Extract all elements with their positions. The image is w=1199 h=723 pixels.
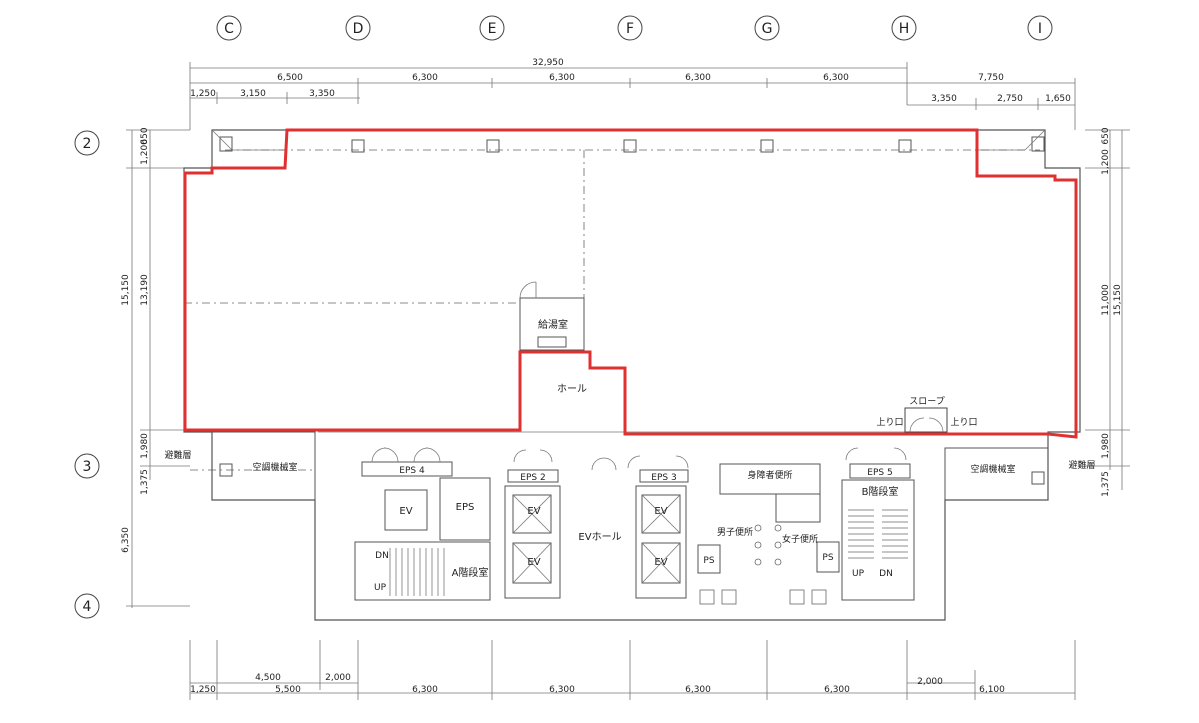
label-eps4: EPS 4 (399, 466, 425, 476)
center-lines (184, 149, 1040, 471)
label-dn-a: DN (375, 551, 389, 561)
dim-bottom-a2: 2,000 (325, 673, 351, 683)
core-lower: EPS 4 EV EPS DN UP A階段室 EPS 2 EV EV EVホー… (354, 447, 915, 605)
dim-right-5: 1,980 (1101, 433, 1111, 459)
right-dimensions: 650 1,200 11,000 15,150 1,980 1,375 (1085, 127, 1130, 497)
dim-right-6: 1,375 (1101, 471, 1111, 497)
dim-top-1: 6,500 (277, 73, 303, 83)
label-eps3: EPS 3 (651, 473, 676, 483)
label-ev-3b: EV (654, 557, 667, 568)
dim-left-1: 650 (140, 127, 150, 144)
grid-col-e: E (488, 21, 497, 37)
label-eps2: EPS 2 (520, 473, 545, 483)
room-female-wc: 女子便所 (782, 533, 818, 545)
room-ev-hall: EVホール (578, 531, 621, 543)
left-dimensions: 650 1,200 13,190 15,150 1,980 1,375 6,35… (121, 127, 190, 608)
dim-right-2: 1,200 (1101, 149, 1111, 175)
core-upper: 給湯室 ホール (519, 281, 587, 395)
grid-row-3: 3 (83, 459, 92, 475)
label-up-right: 上り口 (950, 417, 977, 428)
side-rooms: 避難層 避難層 空調機械室 空調機械室 (164, 431, 1096, 501)
dim-overall-left: 32,950 (532, 58, 564, 68)
label-ev-2b: EV (527, 557, 540, 568)
label-dn-b: DN (879, 569, 893, 579)
label-ev-2a: EV (527, 506, 540, 517)
label-ev-3a: EV (654, 506, 667, 517)
label-up-left: 上り口 (876, 417, 903, 428)
room-stair-b: B階段室 (862, 485, 899, 498)
grid-row-2: 2 (83, 136, 92, 152)
leasable-area-outline (183, 128, 1078, 439)
label-refuge-right: 避難層 (1068, 459, 1095, 471)
label-eps5: EPS 5 (867, 468, 892, 478)
dim-bottom-b1: 1,250 (190, 685, 216, 695)
dim-bottom-b7: 6,100 (979, 685, 1005, 695)
dim-top-2: 6,300 (412, 73, 438, 83)
bottom-dimensions: 4,500 2,000 2,000 1,250 5,500 6,300 6,30… (189, 640, 1076, 700)
dim-bottom-b4: 6,300 (549, 685, 575, 695)
label-ps-right: PS (822, 553, 833, 563)
grid-col-d: D (353, 21, 364, 37)
dim-top-l3: 3,350 (309, 89, 335, 99)
dim-top-l1: 1,250 (190, 89, 216, 99)
label-eps-left: EPS (456, 502, 475, 513)
dim-top-3: 6,300 (549, 73, 575, 83)
slope-area: スロープ 上り口 上り口 (876, 396, 978, 433)
dim-bottom-b6: 6,300 (824, 685, 850, 695)
dim-top-r3: 1,650 (1045, 94, 1071, 104)
dim-overall-right: 7,750 (978, 73, 1004, 83)
dim-top-r2: 2,750 (997, 94, 1023, 104)
dim-top-r1: 3,350 (931, 94, 957, 104)
grid-row-4: 4 (83, 599, 92, 615)
dim-right-4: 15,150 (1113, 284, 1123, 316)
dim-right-3: 11,000 (1101, 284, 1111, 316)
dim-left-4: 15,150 (121, 274, 131, 306)
dim-bottom-b2: 5,500 (275, 685, 301, 695)
grid-col-h: H (899, 21, 910, 37)
room-accessible-wc: 身障者便所 (747, 469, 792, 481)
grid-col-c: C (224, 21, 234, 37)
dim-bottom-b3: 6,300 (412, 685, 438, 695)
top-dimensions: 32,950 7,750 6,500 6,300 6,300 6,300 6,3… (189, 58, 1076, 130)
dim-top-4: 6,300 (685, 73, 711, 83)
grid-col-g: G (762, 21, 773, 37)
room-stair-a: A階段室 (452, 566, 489, 579)
label-slope: スロープ (909, 396, 944, 407)
dim-left-3: 13,190 (140, 274, 150, 306)
room-hall: ホール (557, 383, 587, 395)
label-up-a: UP (374, 583, 387, 593)
label-refuge-left: 避難層 (164, 449, 191, 461)
building-outline (183, 129, 1081, 621)
dim-bottom-a3: 2,000 (917, 677, 943, 687)
dim-left-5: 1,980 (140, 433, 150, 459)
grid-col-i: I (1038, 21, 1042, 37)
dim-bottom-a1: 4,500 (255, 673, 281, 683)
room-kyuto: 給湯室 (538, 318, 568, 331)
room-ac-right: 空調機械室 (970, 463, 1015, 475)
dim-bottom-b5: 6,300 (685, 685, 711, 695)
dim-top-l2: 3,150 (240, 89, 266, 99)
label-ev-left: EV (399, 506, 412, 517)
dim-left-6: 1,375 (140, 469, 150, 495)
dim-left-7: 6,350 (121, 527, 131, 553)
label-up-b: UP (852, 569, 865, 579)
room-ac-left: 空調機械室 (252, 461, 297, 473)
dim-right-1: 650 (1101, 127, 1111, 144)
dim-top-5: 6,300 (823, 73, 849, 83)
grid-col-f: F (626, 21, 634, 37)
row-grid-labels: 2 3 4 (74, 130, 100, 619)
column-grid-labels: C D E F G H I (216, 15, 1053, 41)
dim-left-2: 1,200 (140, 139, 150, 165)
room-male-wc: 男子便所 (717, 526, 753, 538)
label-ps-left: PS (703, 556, 714, 566)
